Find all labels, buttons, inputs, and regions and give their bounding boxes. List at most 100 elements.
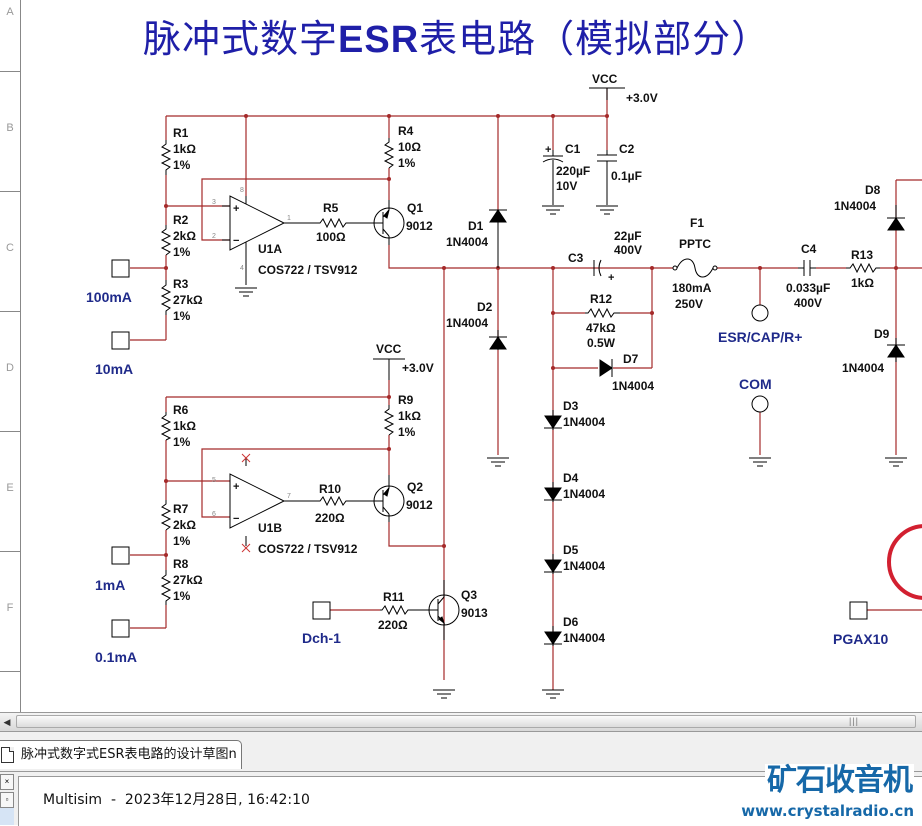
scroll-left-arrow-icon[interactable]: ◀	[3, 717, 11, 727]
c4-ref: C4	[801, 242, 817, 256]
horizontal-scrollbar[interactable]: ◀ |||	[0, 712, 922, 732]
transistor-q2[interactable]	[373, 475, 405, 522]
c3-value: 22µF	[614, 229, 642, 243]
terminal-com[interactable]	[751, 395, 769, 413]
r6-value: 1kΩ	[173, 419, 196, 433]
transistor-q1[interactable]	[373, 200, 405, 245]
r9-ref: R9	[398, 393, 414, 407]
c1-voltage: 10V	[556, 179, 577, 193]
diode-d5[interactable]	[544, 559, 562, 573]
resistor-r3[interactable]	[160, 280, 172, 315]
r4-tol: 1%	[398, 156, 416, 170]
resistor-r5[interactable]	[290, 217, 374, 229]
noninverting-sign: +	[233, 203, 239, 215]
q1-part: 9012	[406, 219, 433, 233]
r12-value: 47kΩ	[586, 321, 616, 335]
pin-number: 6	[212, 511, 216, 518]
panel-grip[interactable]	[0, 808, 14, 825]
fuse-f1[interactable]	[672, 258, 718, 278]
opamp-u1a[interactable]	[222, 195, 290, 285]
r13-value: 1kΩ	[851, 276, 874, 290]
capacitor-c2[interactable]	[597, 150, 617, 205]
pin-number: 7	[287, 493, 291, 500]
r3-ref: R3	[173, 277, 189, 291]
port-01ma-box[interactable]	[111, 619, 130, 638]
resistor-r4[interactable]	[383, 138, 395, 169]
capacitor-c3[interactable]	[593, 259, 602, 277]
ground-symbol	[595, 205, 619, 215]
diode-d6[interactable]	[544, 631, 562, 645]
d7-part: 1N4004	[612, 379, 654, 393]
resistor-r9[interactable]	[383, 405, 395, 436]
vcc-label: VCC	[376, 342, 402, 356]
port-100ma-label: 100mA	[86, 289, 132, 305]
zone-d: D	[0, 312, 20, 432]
ground-symbol	[486, 457, 510, 467]
r9-value: 1kΩ	[398, 409, 421, 423]
d4-part: 1N4004	[563, 487, 605, 501]
opamp-u1b[interactable]	[229, 453, 290, 553]
f1-ref: F1	[690, 216, 704, 230]
c1-polarity: +	[545, 144, 551, 156]
zone-c: C	[0, 192, 20, 312]
port-pga-label: PGAX10	[833, 631, 888, 647]
resistor-r13[interactable]	[846, 262, 880, 274]
port-100ma-box[interactable]	[111, 259, 130, 278]
close-panel-button[interactable]: ×	[0, 774, 14, 790]
inverting-sign: −	[233, 235, 239, 247]
q3-ref: Q3	[461, 588, 477, 602]
zone-a: A	[0, 0, 20, 72]
r13-ref: R13	[851, 248, 873, 262]
port-1ma-box[interactable]	[111, 546, 130, 565]
transistor-q3[interactable]	[425, 594, 460, 626]
d7-ref: D7	[623, 352, 639, 366]
scroll-thumb[interactable]: |||	[16, 715, 916, 728]
pin-number: 1	[287, 215, 291, 222]
schematic-canvas[interactable]: 脉冲式数字ESR表电路（模拟部分）	[21, 0, 922, 712]
terminal-esr[interactable]	[751, 304, 769, 322]
resistor-r1[interactable]	[160, 140, 172, 175]
f1-voltage: 250V	[675, 297, 703, 311]
resistor-r6[interactable]	[160, 412, 172, 441]
resistor-r12[interactable]	[585, 307, 620, 319]
diode-d1[interactable]	[489, 209, 507, 223]
diode-d7[interactable]	[599, 359, 613, 377]
tab-design-sheet[interactable]: 脉冲式数字式ESR表电路的设计草图n	[0, 740, 242, 769]
resistor-r11[interactable]	[380, 604, 425, 616]
d3-part: 1N4004	[563, 415, 605, 429]
watermark-url: www.crystalradio.cn	[741, 802, 914, 820]
r5-ref: R5	[323, 201, 339, 215]
panel-side-buttons: × ▫	[0, 774, 16, 810]
inverting-sign: −	[233, 513, 239, 525]
diode-d4[interactable]	[544, 487, 562, 501]
diode-d8[interactable]	[887, 217, 905, 231]
pin-panel-button[interactable]: ▫	[0, 792, 14, 808]
document-icon	[1, 747, 14, 763]
resistor-r2[interactable]	[160, 225, 172, 256]
resistor-r10[interactable]	[290, 495, 374, 507]
pin-number: 2	[212, 233, 216, 240]
r7-ref: R7	[173, 502, 189, 516]
vcc-label: VCC	[592, 72, 618, 86]
r6-tol: 1%	[173, 435, 191, 449]
r4-value: 10Ω	[398, 140, 421, 154]
capacitor-c1[interactable]	[542, 150, 564, 205]
capacitor-c4[interactable]	[798, 260, 816, 276]
watermark-title: 矿石收音机	[765, 763, 914, 798]
d3-ref: D3	[563, 399, 579, 413]
diode-d3[interactable]	[544, 415, 562, 429]
diode-d9[interactable]	[887, 344, 905, 358]
vcc-voltage: +3.0V	[402, 361, 434, 375]
pin-number: 4	[240, 265, 244, 272]
resistor-r7[interactable]	[160, 500, 172, 531]
resistor-r8[interactable]	[160, 570, 172, 605]
port-pga-box[interactable]	[849, 601, 868, 620]
port-dch-box[interactable]	[312, 601, 331, 620]
d9-part: 1N4004	[842, 361, 884, 375]
diode-d2[interactable]	[489, 336, 507, 350]
port-10ma-box[interactable]	[111, 331, 130, 350]
u1b-ref: U1B	[258, 521, 282, 535]
d6-ref: D6	[563, 615, 579, 629]
port-01ma-label: 0.1mA	[95, 649, 137, 665]
ground-symbol	[884, 457, 908, 467]
